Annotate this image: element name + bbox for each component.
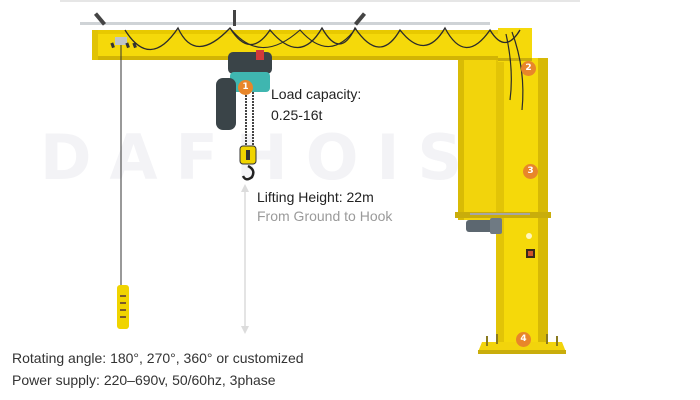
electric-hoist [216,50,272,181]
badge-hoist: 1 [238,80,253,95]
load-capacity-title: Load capacity: [271,86,362,102]
pendant-control [117,285,129,329]
badge-base: 4 [516,332,531,347]
spec-rotating-angle: Rotating angle: 180°, 270°, 360° or cust… [12,350,304,366]
badge-slewing-top: 2 [521,61,536,76]
lifting-height-title: Lifting Height: 22m [257,189,374,205]
lifting-height-arrow [241,184,249,334]
lifting-height-subtitle: From Ground to Hook [257,208,393,224]
brand-watermark: DAFHOIST [40,121,541,194]
spec-power-supply: Power supply: 220–690v, 50/60hz, 3phase [12,372,276,388]
column [455,58,566,354]
badge-column: 3 [523,164,538,179]
boom [92,28,532,62]
load-capacity-value: 0.25-16t [271,107,323,123]
